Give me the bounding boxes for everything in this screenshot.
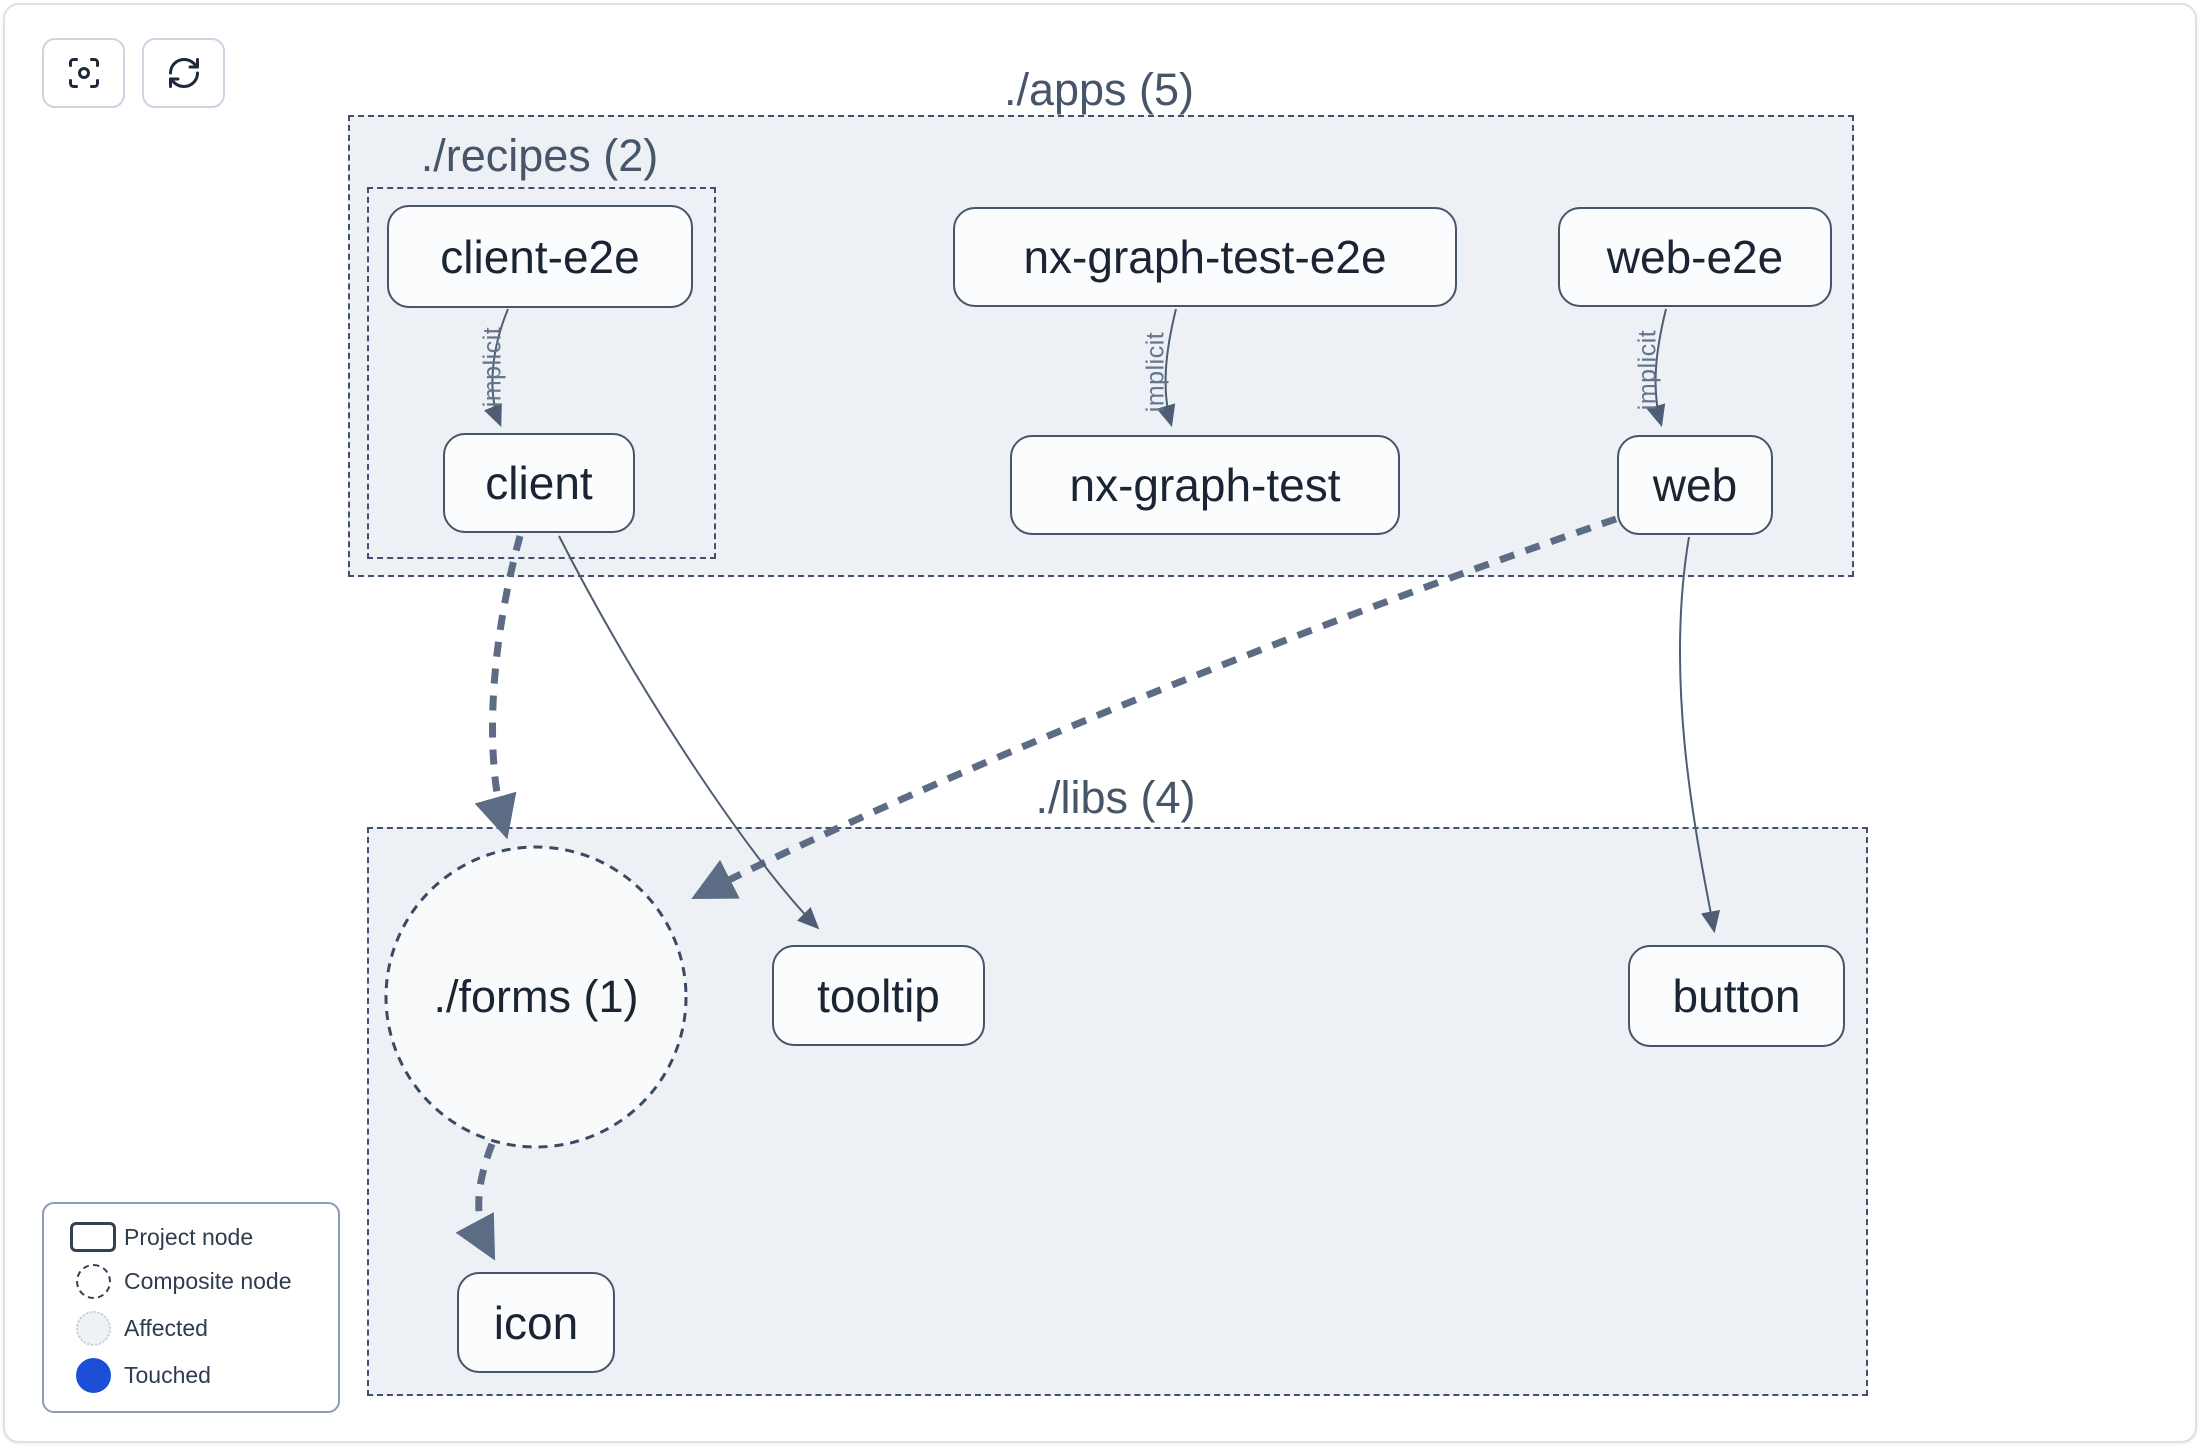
edge-label-implicit: implicit (1633, 329, 1662, 411)
focus-button[interactable] (42, 38, 125, 108)
node-icon[interactable]: icon (457, 1272, 615, 1373)
node-button[interactable]: button (1628, 945, 1845, 1047)
legend-row-composite-node: Composite node (62, 1264, 320, 1299)
legend-label: Affected (124, 1315, 208, 1341)
affected-swatch (75, 1311, 111, 1346)
refresh-button[interactable] (142, 38, 225, 108)
group-recipes-title: ./recipes (2) (420, 130, 659, 181)
edge-label-implicit: implicit (1141, 331, 1170, 413)
legend: Project node Composite node Affected Tou… (42, 1202, 340, 1413)
node-web-e2e[interactable]: web-e2e (1558, 207, 1832, 307)
composite-node-swatch (75, 1264, 111, 1299)
legend-label: Project node (124, 1223, 254, 1250)
group-libs-title: ./libs (4) (1035, 772, 1196, 823)
legend-label: Composite node (124, 1268, 292, 1294)
focus-icon (66, 55, 102, 91)
node-tooltip[interactable]: tooltip (772, 945, 985, 1046)
graph-canvas: ./apps (5) ./recipes (2) ./libs (4) impl… (3, 3, 2197, 1443)
toolbar (42, 38, 225, 108)
legend-row-affected: Affected (62, 1311, 320, 1346)
composite-node-forms-label[interactable]: ./forms (1) (433, 971, 639, 1022)
group-apps-title: ./apps (5) (1003, 64, 1195, 115)
project-node-swatch (70, 1222, 116, 1252)
touched-swatch (75, 1358, 111, 1393)
legend-row-project-node: Project node (62, 1222, 320, 1252)
node-client[interactable]: client (443, 433, 635, 533)
legend-label: Touched (124, 1362, 211, 1388)
node-web[interactable]: web (1617, 435, 1773, 535)
edge-label-implicit: implicit (478, 326, 507, 408)
group-recipes (367, 187, 716, 559)
node-client-e2e[interactable]: client-e2e (387, 205, 693, 308)
node-nx-graph-test[interactable]: nx-graph-test (1010, 435, 1400, 535)
refresh-icon (166, 55, 202, 91)
node-nx-graph-test-e2e[interactable]: nx-graph-test-e2e (953, 207, 1457, 307)
legend-row-touched: Touched (62, 1358, 320, 1393)
